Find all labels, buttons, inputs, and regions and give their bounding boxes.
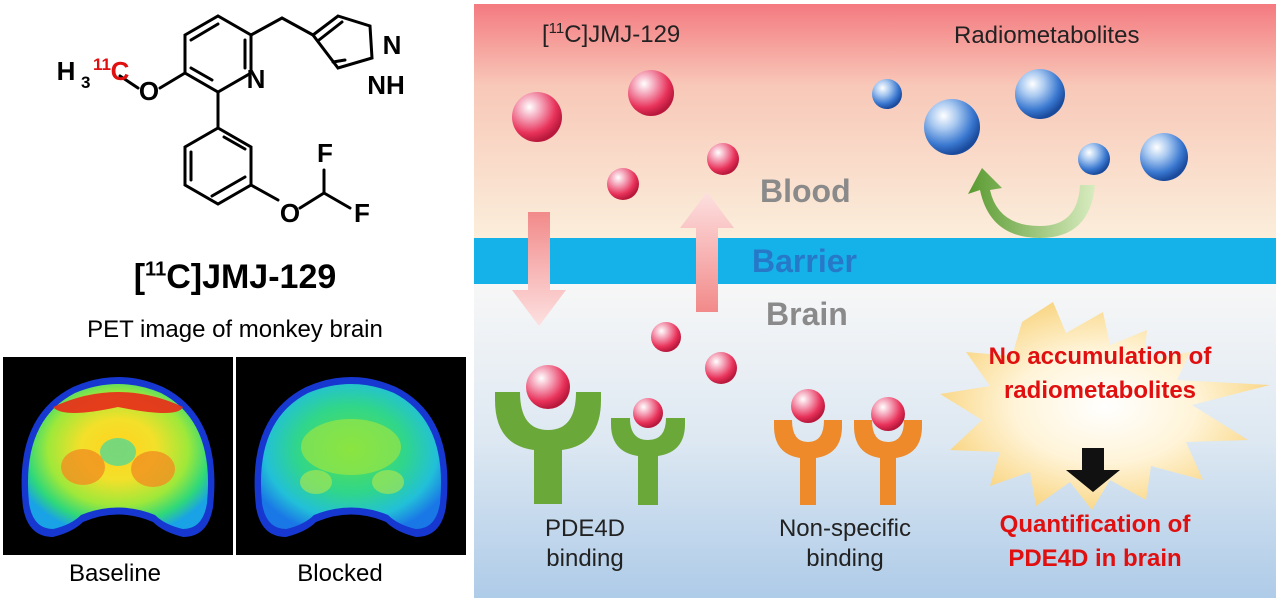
nonspecific-receptor-left: [774, 420, 842, 505]
result-arrow-icon: [1066, 448, 1120, 492]
metabolite-ball: [872, 79, 902, 109]
tracer-ball: [707, 143, 739, 175]
baseline-caption: Baseline: [68, 560, 162, 587]
efflux-arrow-icon: [680, 192, 734, 312]
h3-subscript: 3: [81, 73, 90, 92]
tracer-ball: [628, 70, 674, 116]
radiometabolites-label: Radiometabolites: [954, 22, 1140, 49]
tracer-label: [11C]JMJ-129: [542, 20, 681, 48]
barrier-label: Barrier: [752, 243, 857, 279]
blocked-caption: Blocked: [297, 560, 383, 587]
metabolism-arrow-icon: [968, 168, 1095, 238]
pde4d-receptor-large: [495, 392, 601, 504]
tracer-ball-bound: [791, 389, 825, 423]
tracer-ball: [705, 352, 737, 384]
pet-image-title: PET image of monkey brain: [87, 316, 383, 343]
mechanism-diagram: [11C]JMJ-129 Radiometabolites Blood Barr…: [470, 0, 1280, 602]
metabolite-ball: [1140, 133, 1188, 181]
chemical-structure: H 3 11 C O N N NH O F F: [57, 14, 405, 228]
metabolite-ball: [924, 99, 980, 155]
pyrazole-nitrogen-label: N: [383, 30, 402, 60]
tracer-ball: [607, 168, 639, 200]
tracer-ball-bound: [871, 397, 905, 431]
tracer-ball: [651, 322, 681, 352]
tracer-ball-bound: [633, 398, 663, 428]
metabolite-ball: [1015, 69, 1065, 119]
influx-arrow-icon: [512, 212, 566, 326]
nonspecific-receptor-right: [854, 420, 922, 505]
blood-label: Blood: [760, 173, 851, 209]
methoxy-oxygen-label: O: [139, 76, 159, 106]
brain-label: Brain: [766, 296, 848, 332]
fluorine-right-label: F: [354, 198, 370, 228]
compound-name: [11C]JMJ-129: [133, 258, 337, 296]
tracer-ball: [512, 92, 562, 142]
isotope-carbon-label: C: [111, 56, 130, 86]
h3-label: H: [57, 56, 76, 86]
blood-region: [474, 4, 1276, 238]
pet-image-baseline: [3, 357, 233, 555]
tracer-ball-bound: [526, 365, 570, 409]
pet-image-blocked: [236, 357, 466, 555]
fluorine-top-label: F: [317, 138, 333, 168]
barrier-band: [474, 238, 1276, 284]
isotope-mass-label: 11: [93, 55, 111, 74]
pyrazole-nh-label: NH: [367, 70, 405, 100]
starburst-highlight: [940, 302, 1270, 510]
metabolite-ball: [1078, 143, 1110, 175]
pde4d-receptor-small: [611, 418, 685, 505]
pyridine-nitrogen-label: N: [247, 64, 266, 94]
ether-oxygen-label: O: [280, 198, 300, 228]
